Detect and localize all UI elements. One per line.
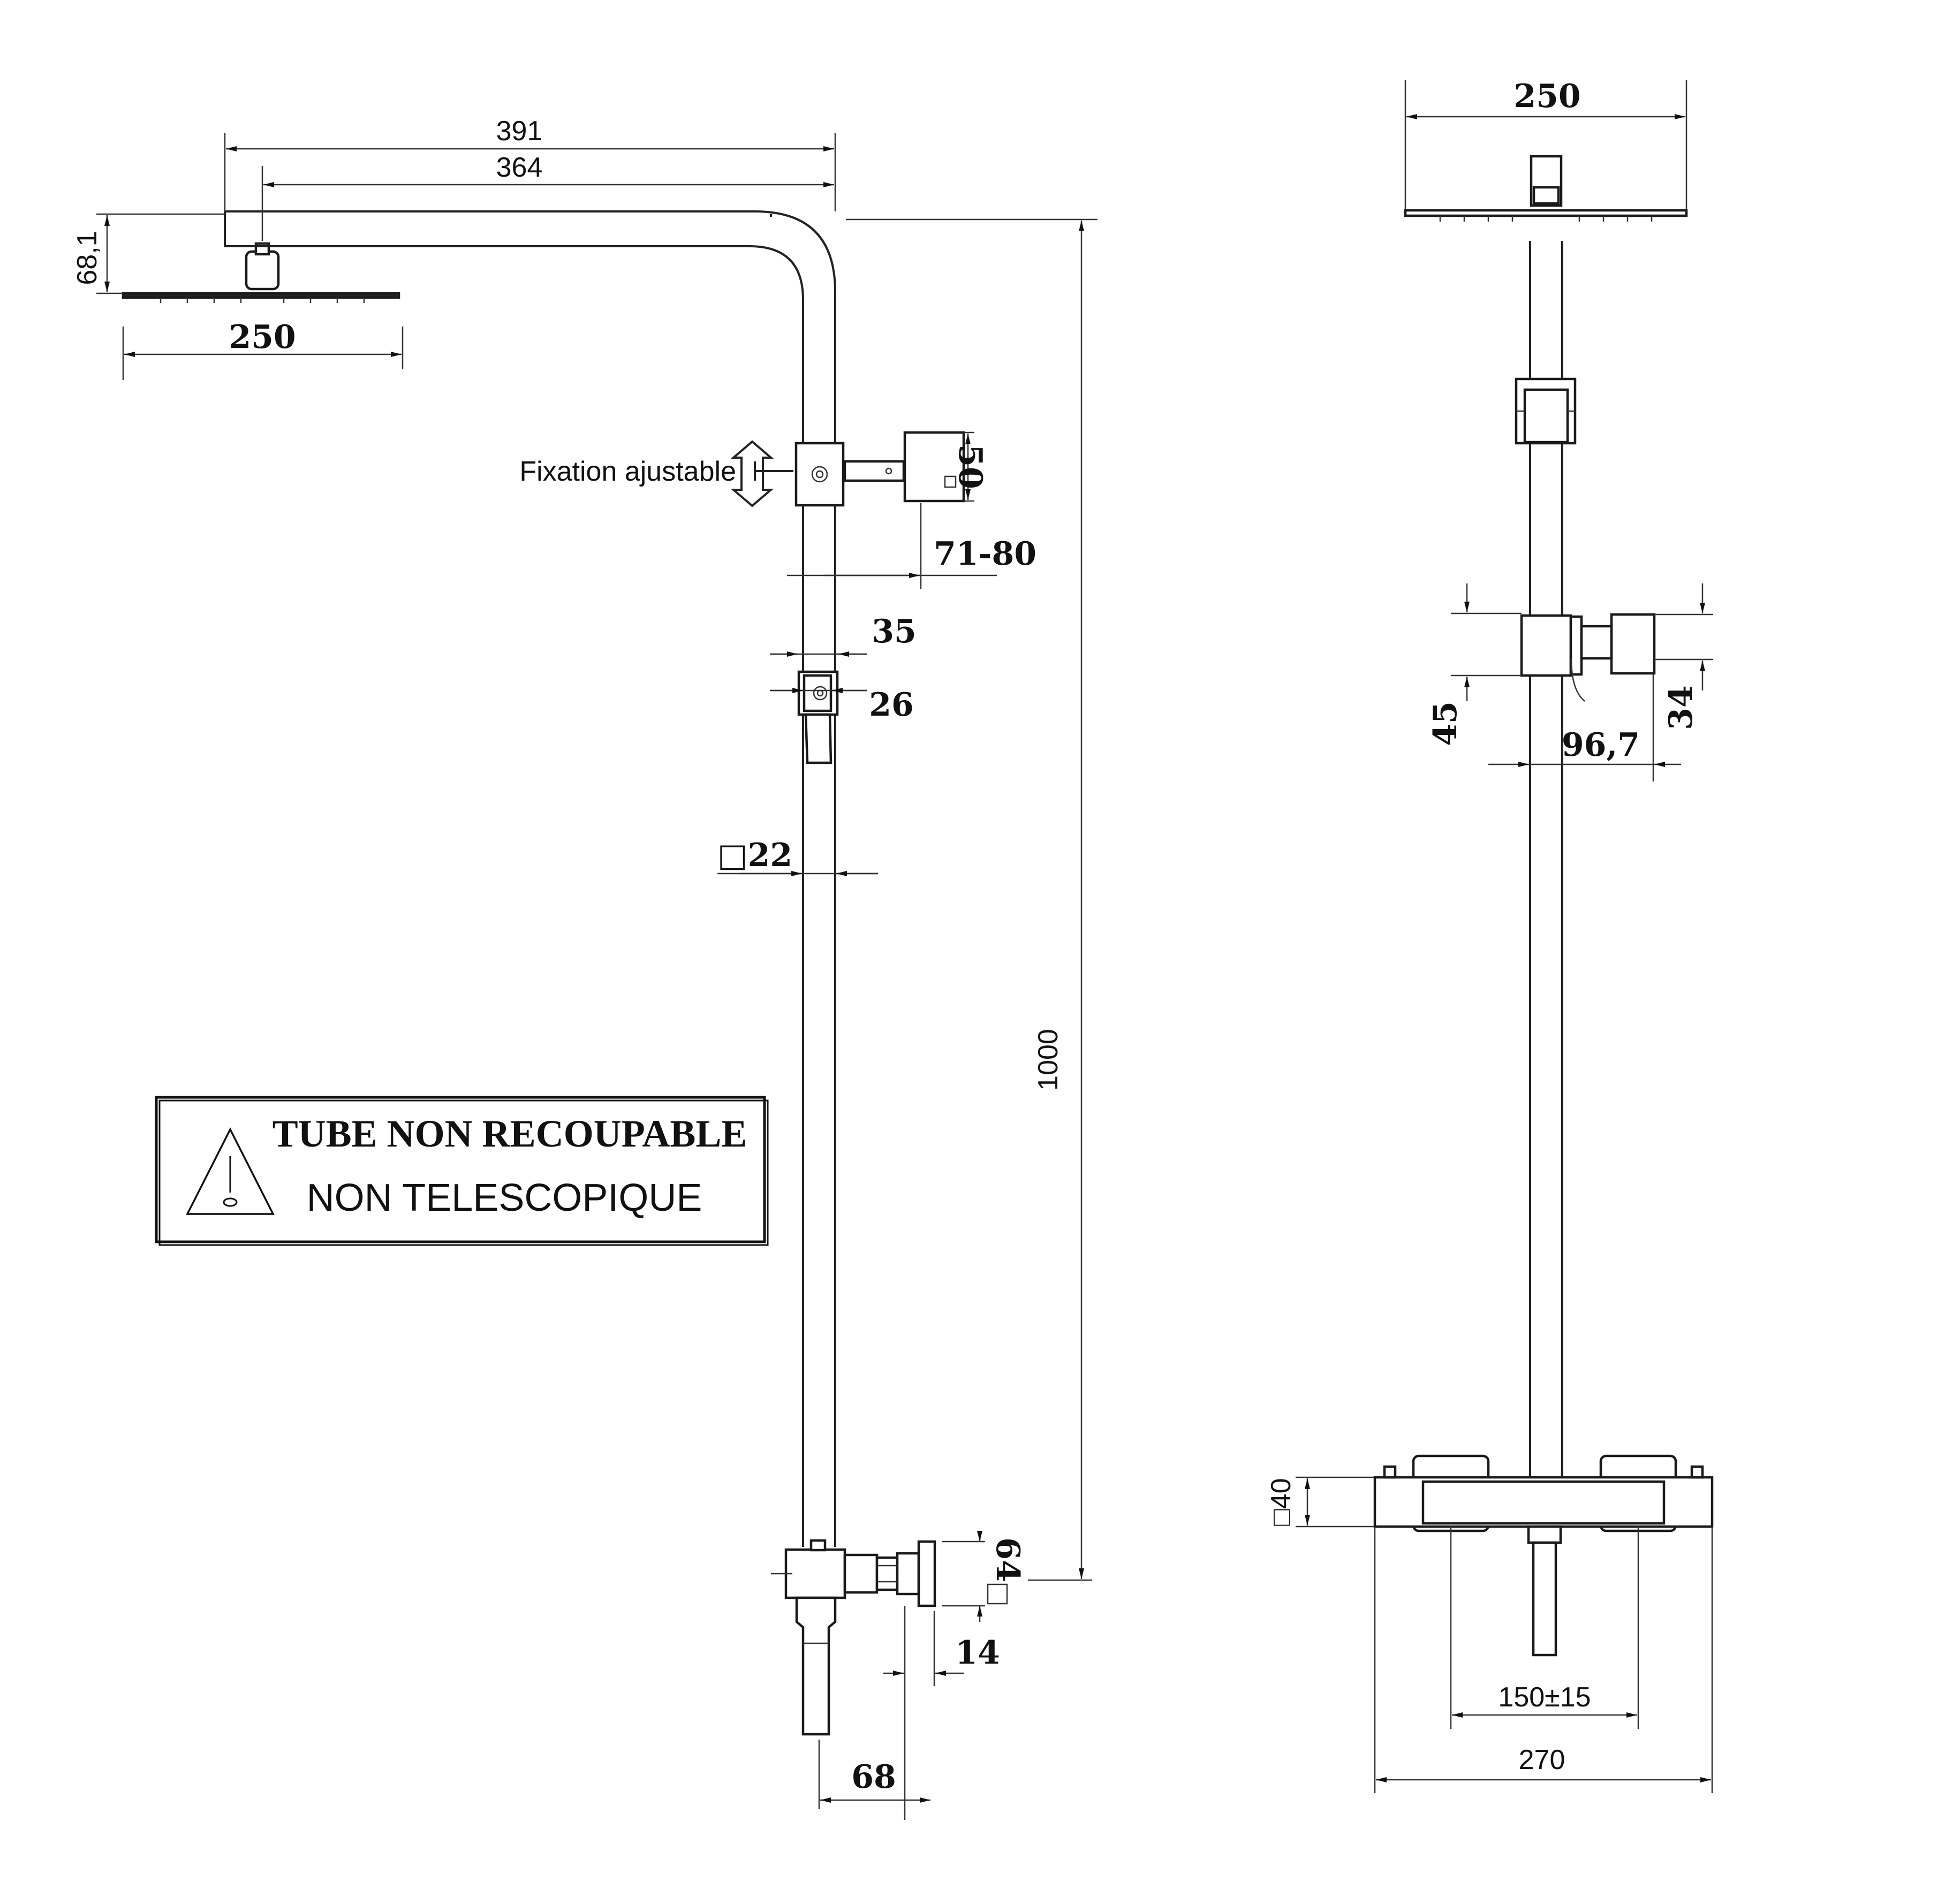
mixer-side — [771, 1539, 936, 1736]
warning-subtitle: NON TELESCOPIQUE — [307, 1177, 702, 1219]
dim-arm-inner: 364 — [496, 152, 543, 183]
dim-holder-inner-front: 34 — [1662, 685, 1700, 730]
handshower-holder-front — [1520, 613, 1656, 702]
front-view — [1373, 155, 1714, 1657]
dim-bracket-square: 50 — [951, 444, 989, 489]
side-view — [122, 210, 974, 1736]
dim-centers: 150±15 — [1498, 1682, 1591, 1713]
wall-bracket-front — [1515, 377, 1577, 445]
front-view-dimensions: 250 45 34 96,7 □40 150±15 270 — [1266, 78, 1713, 1793]
dim-arm-overall: 391 — [496, 116, 543, 147]
dim-head-width: 250 — [229, 318, 296, 356]
dim-pipe-square: □22 — [717, 837, 792, 874]
dim-holder-height: 45 — [1427, 701, 1464, 746]
dim-valve-square: 64 — [989, 1537, 1026, 1582]
dim-bracket-depth: 71-80 — [934, 535, 1036, 573]
dim-holder-depth: 96,7 — [1562, 726, 1640, 764]
mixer-front — [1373, 1454, 1714, 1657]
label-adjustable-fixing: Fixation ajustable — [519, 456, 736, 487]
warning-box: TUBE NON RECOUPABLE NON TELESCOPIQUE — [155, 1096, 769, 1246]
dim-mixer-square: □40 — [1266, 1478, 1297, 1526]
warning-title: TUBE NON RECOUPABLE — [273, 1112, 747, 1155]
dim-holder-outer: 35 — [872, 613, 917, 650]
side-view-dimensions: 391 364 68,1 250 50 Fixation ajustable 7… — [72, 116, 1098, 1820]
dim-head-width-front: 250 — [1513, 78, 1580, 115]
dim-head-height: 68,1 — [72, 231, 103, 285]
shower-head-front — [1404, 155, 1688, 222]
handshower-holder-side — [797, 670, 839, 764]
riser-pipe-side — [224, 210, 836, 1547]
dim-mixer-width: 270 — [1519, 1744, 1565, 1775]
dim-valve-depth: 68 — [851, 1758, 896, 1796]
dim-holder-inner: 26 — [869, 686, 914, 724]
dim-height: 1000 — [1033, 1029, 1064, 1091]
wall-bracket-side — [730, 431, 974, 507]
warning-triangle-icon — [186, 1127, 275, 1215]
shower-head-side — [122, 242, 400, 303]
dim-valve-offset: 14 — [955, 1634, 1000, 1672]
riser-pipe-front — [1529, 241, 1563, 1483]
